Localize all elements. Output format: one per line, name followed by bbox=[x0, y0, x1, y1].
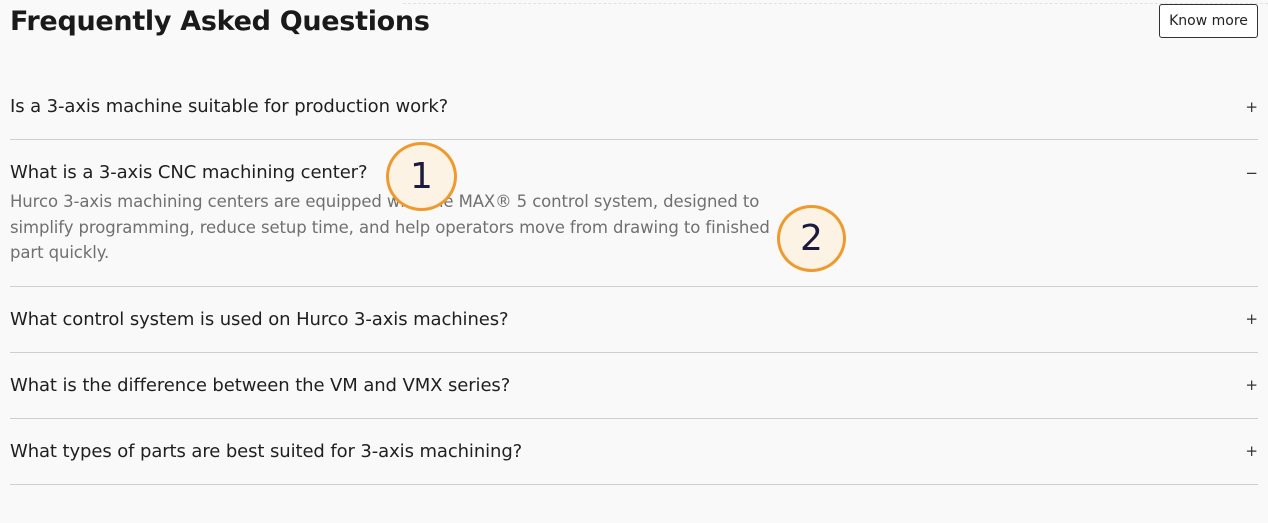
faq-accordion: Is a 3-axis machine suitable for product… bbox=[10, 74, 1258, 485]
faq-question: What types of parts are best suited for … bbox=[10, 440, 523, 462]
plus-icon[interactable]: + bbox=[1245, 97, 1258, 116]
faq-question-row[interactable]: Is a 3-axis machine suitable for product… bbox=[10, 74, 1258, 139]
page-title: Frequently Asked Questions bbox=[10, 6, 430, 37]
faq-question-row[interactable]: What control system is used on Hurco 3-a… bbox=[10, 287, 1258, 352]
faq-item: What types of parts are best suited for … bbox=[10, 419, 1258, 485]
faq-question: What is a 3-axis CNC machining center? bbox=[10, 162, 368, 183]
faq-question: What control system is used on Hurco 3-a… bbox=[10, 308, 509, 330]
faq-item: Is a 3-axis machine suitable for product… bbox=[10, 74, 1258, 140]
minus-icon[interactable]: − bbox=[1245, 163, 1258, 182]
faq-question-row[interactable]: What is the difference between the VM an… bbox=[10, 353, 1258, 418]
faq-item: What is a 3-axis CNC machining center? −… bbox=[10, 140, 1258, 287]
callout-marker-2: 2 bbox=[777, 205, 846, 272]
plus-icon[interactable]: + bbox=[1245, 376, 1258, 394]
know-more-button[interactable]: Know more bbox=[1159, 4, 1258, 38]
faq-item: What control system is used on Hurco 3-a… bbox=[10, 287, 1258, 353]
faq-question-row[interactable]: What types of parts are best suited for … bbox=[10, 419, 1258, 484]
plus-icon[interactable]: + bbox=[1245, 310, 1258, 328]
callout-marker-1: 1 bbox=[386, 142, 457, 211]
faq-question-row[interactable]: What is a 3-axis CNC machining center? − bbox=[10, 140, 1258, 205]
faq-item: What is the difference between the VM an… bbox=[10, 353, 1258, 419]
top-divider bbox=[403, 3, 1268, 4]
faq-question: What is the difference between the VM an… bbox=[10, 374, 511, 396]
faq-answer: Hurco 3-axis machining centers are equip… bbox=[10, 192, 770, 262]
faq-question: Is a 3-axis machine suitable for product… bbox=[10, 96, 449, 117]
plus-icon[interactable]: + bbox=[1245, 442, 1258, 460]
